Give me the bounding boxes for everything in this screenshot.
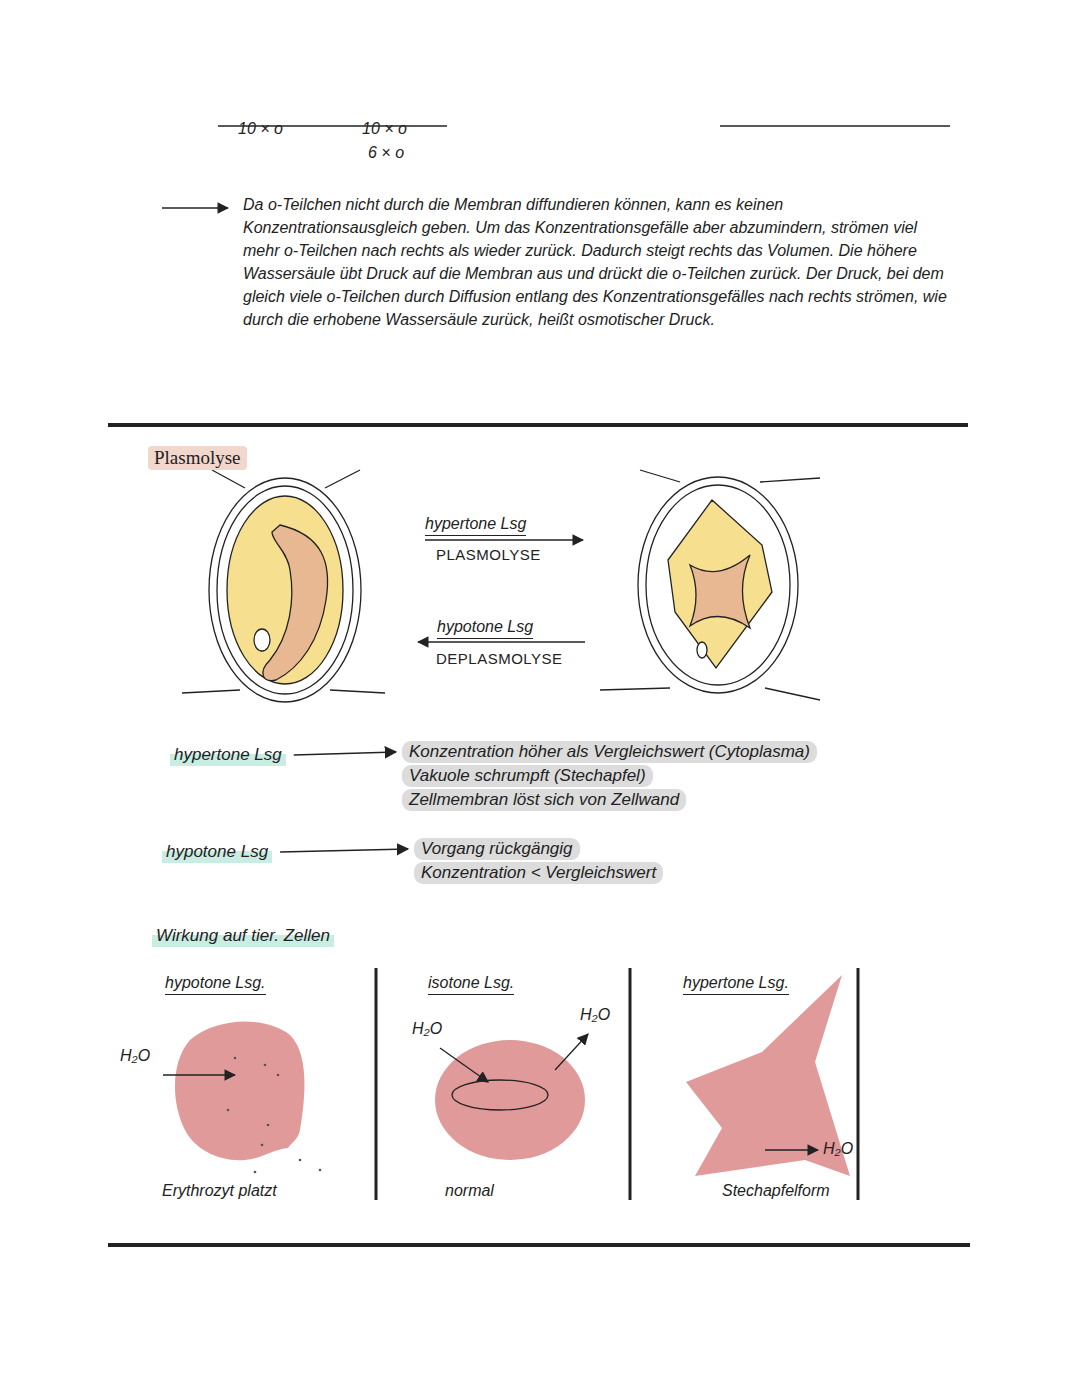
column-divider — [375, 968, 378, 1200]
node-text: hypotone Lsg — [162, 841, 272, 863]
plant-cell-plasmolysed — [600, 470, 820, 700]
connector-arrow — [294, 752, 396, 755]
erythrocyte-bursting — [163, 1022, 321, 1174]
column-heading: isotone Lsg. — [428, 972, 514, 995]
count-label: 10 × o — [362, 118, 407, 140]
arrow-label: hypotone Lsg — [437, 616, 533, 639]
term-box: hypotone Lsg — [162, 841, 272, 863]
header-rule — [720, 125, 950, 126]
section-heading: Plasmolyse — [148, 446, 247, 470]
explanation-text: Da o-Teilchen nicht durch die Membran di… — [243, 193, 958, 331]
bullet-arrow — [162, 207, 228, 208]
process-label: DEPLASMOLYSE — [436, 648, 563, 670]
connector-arrow — [280, 849, 408, 852]
node-text: hypertone Lsg — [170, 744, 286, 766]
term-box: hypertone Lsg — [170, 744, 286, 766]
column-heading: hypertone Lsg. — [683, 972, 789, 995]
count-label: 10 × o — [238, 118, 283, 140]
column-divider — [629, 968, 632, 1200]
section-rule — [108, 423, 968, 427]
column-divider — [857, 968, 860, 1200]
cell-caption: Stechapfelform — [722, 1180, 830, 1202]
arrow-label: hypertone Lsg — [425, 513, 526, 536]
node-text: Konzentration höher als Vergleichswert (… — [402, 741, 817, 763]
node-text: Vorgang rückgängig — [414, 838, 580, 860]
column-heading: hypotone Lsg. — [165, 972, 266, 995]
section-rule — [108, 1243, 970, 1247]
cell-caption: Erythrozyt platzt — [162, 1180, 277, 1202]
water-label: H₂O — [580, 1004, 610, 1026]
plasmolysis-arrow — [425, 539, 583, 540]
plant-cell — [182, 470, 385, 702]
water-label: H₂O — [412, 1018, 442, 1040]
note-block: Konzentration höher als Vergleichswert (… — [402, 741, 817, 813]
node-text: Zellmembran löst sich von Zellwand — [402, 789, 686, 811]
water-label: H₂O — [823, 1138, 853, 1160]
note-block: Vorgang rückgängigKonzentration < Vergle… — [414, 838, 663, 886]
section-heading: Wirkung auf tier. Zellen — [152, 925, 334, 947]
count-label: 6 × o — [368, 142, 404, 164]
process-label: PLASMOLYSE — [436, 544, 541, 566]
erythrocyte-normal — [435, 1034, 588, 1160]
node-text: Vakuole schrumpft (Stechapfel) — [402, 765, 653, 787]
cell-caption: normal — [445, 1180, 494, 1202]
node-text: Konzentration < Vergleichswert — [414, 862, 663, 884]
deplasmolysis-arrow — [418, 641, 585, 642]
water-label: H₂O — [120, 1045, 150, 1067]
